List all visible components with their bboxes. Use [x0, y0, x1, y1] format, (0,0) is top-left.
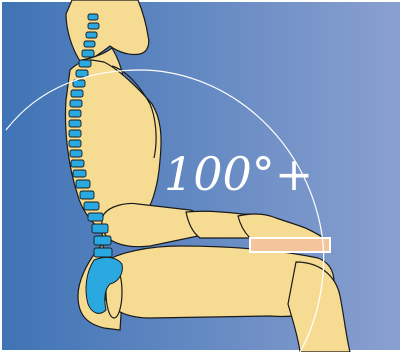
vertebra [71, 90, 83, 97]
vertebra [70, 100, 82, 107]
vertebra [70, 150, 82, 157]
vertebra [76, 70, 88, 77]
vertebra [88, 23, 99, 29]
vertebra [69, 140, 81, 147]
vertebra [71, 160, 84, 167]
vertebra [92, 224, 108, 233]
vertebra [76, 180, 90, 188]
angle-label: 100°+ [164, 147, 313, 201]
vertebra [82, 50, 94, 57]
vertebra [86, 32, 97, 38]
vertebra [84, 41, 95, 47]
vertebra [79, 60, 91, 67]
vertebra [69, 110, 81, 117]
vertebra [84, 202, 99, 210]
vertebra [88, 213, 103, 221]
vertebra [94, 236, 111, 245]
armrest [250, 238, 330, 252]
vertebra [94, 248, 112, 257]
vertebra [73, 170, 86, 177]
vertebra [80, 191, 94, 199]
vertebra [69, 130, 81, 137]
vertebra [88, 14, 98, 20]
vertebra [69, 120, 81, 127]
